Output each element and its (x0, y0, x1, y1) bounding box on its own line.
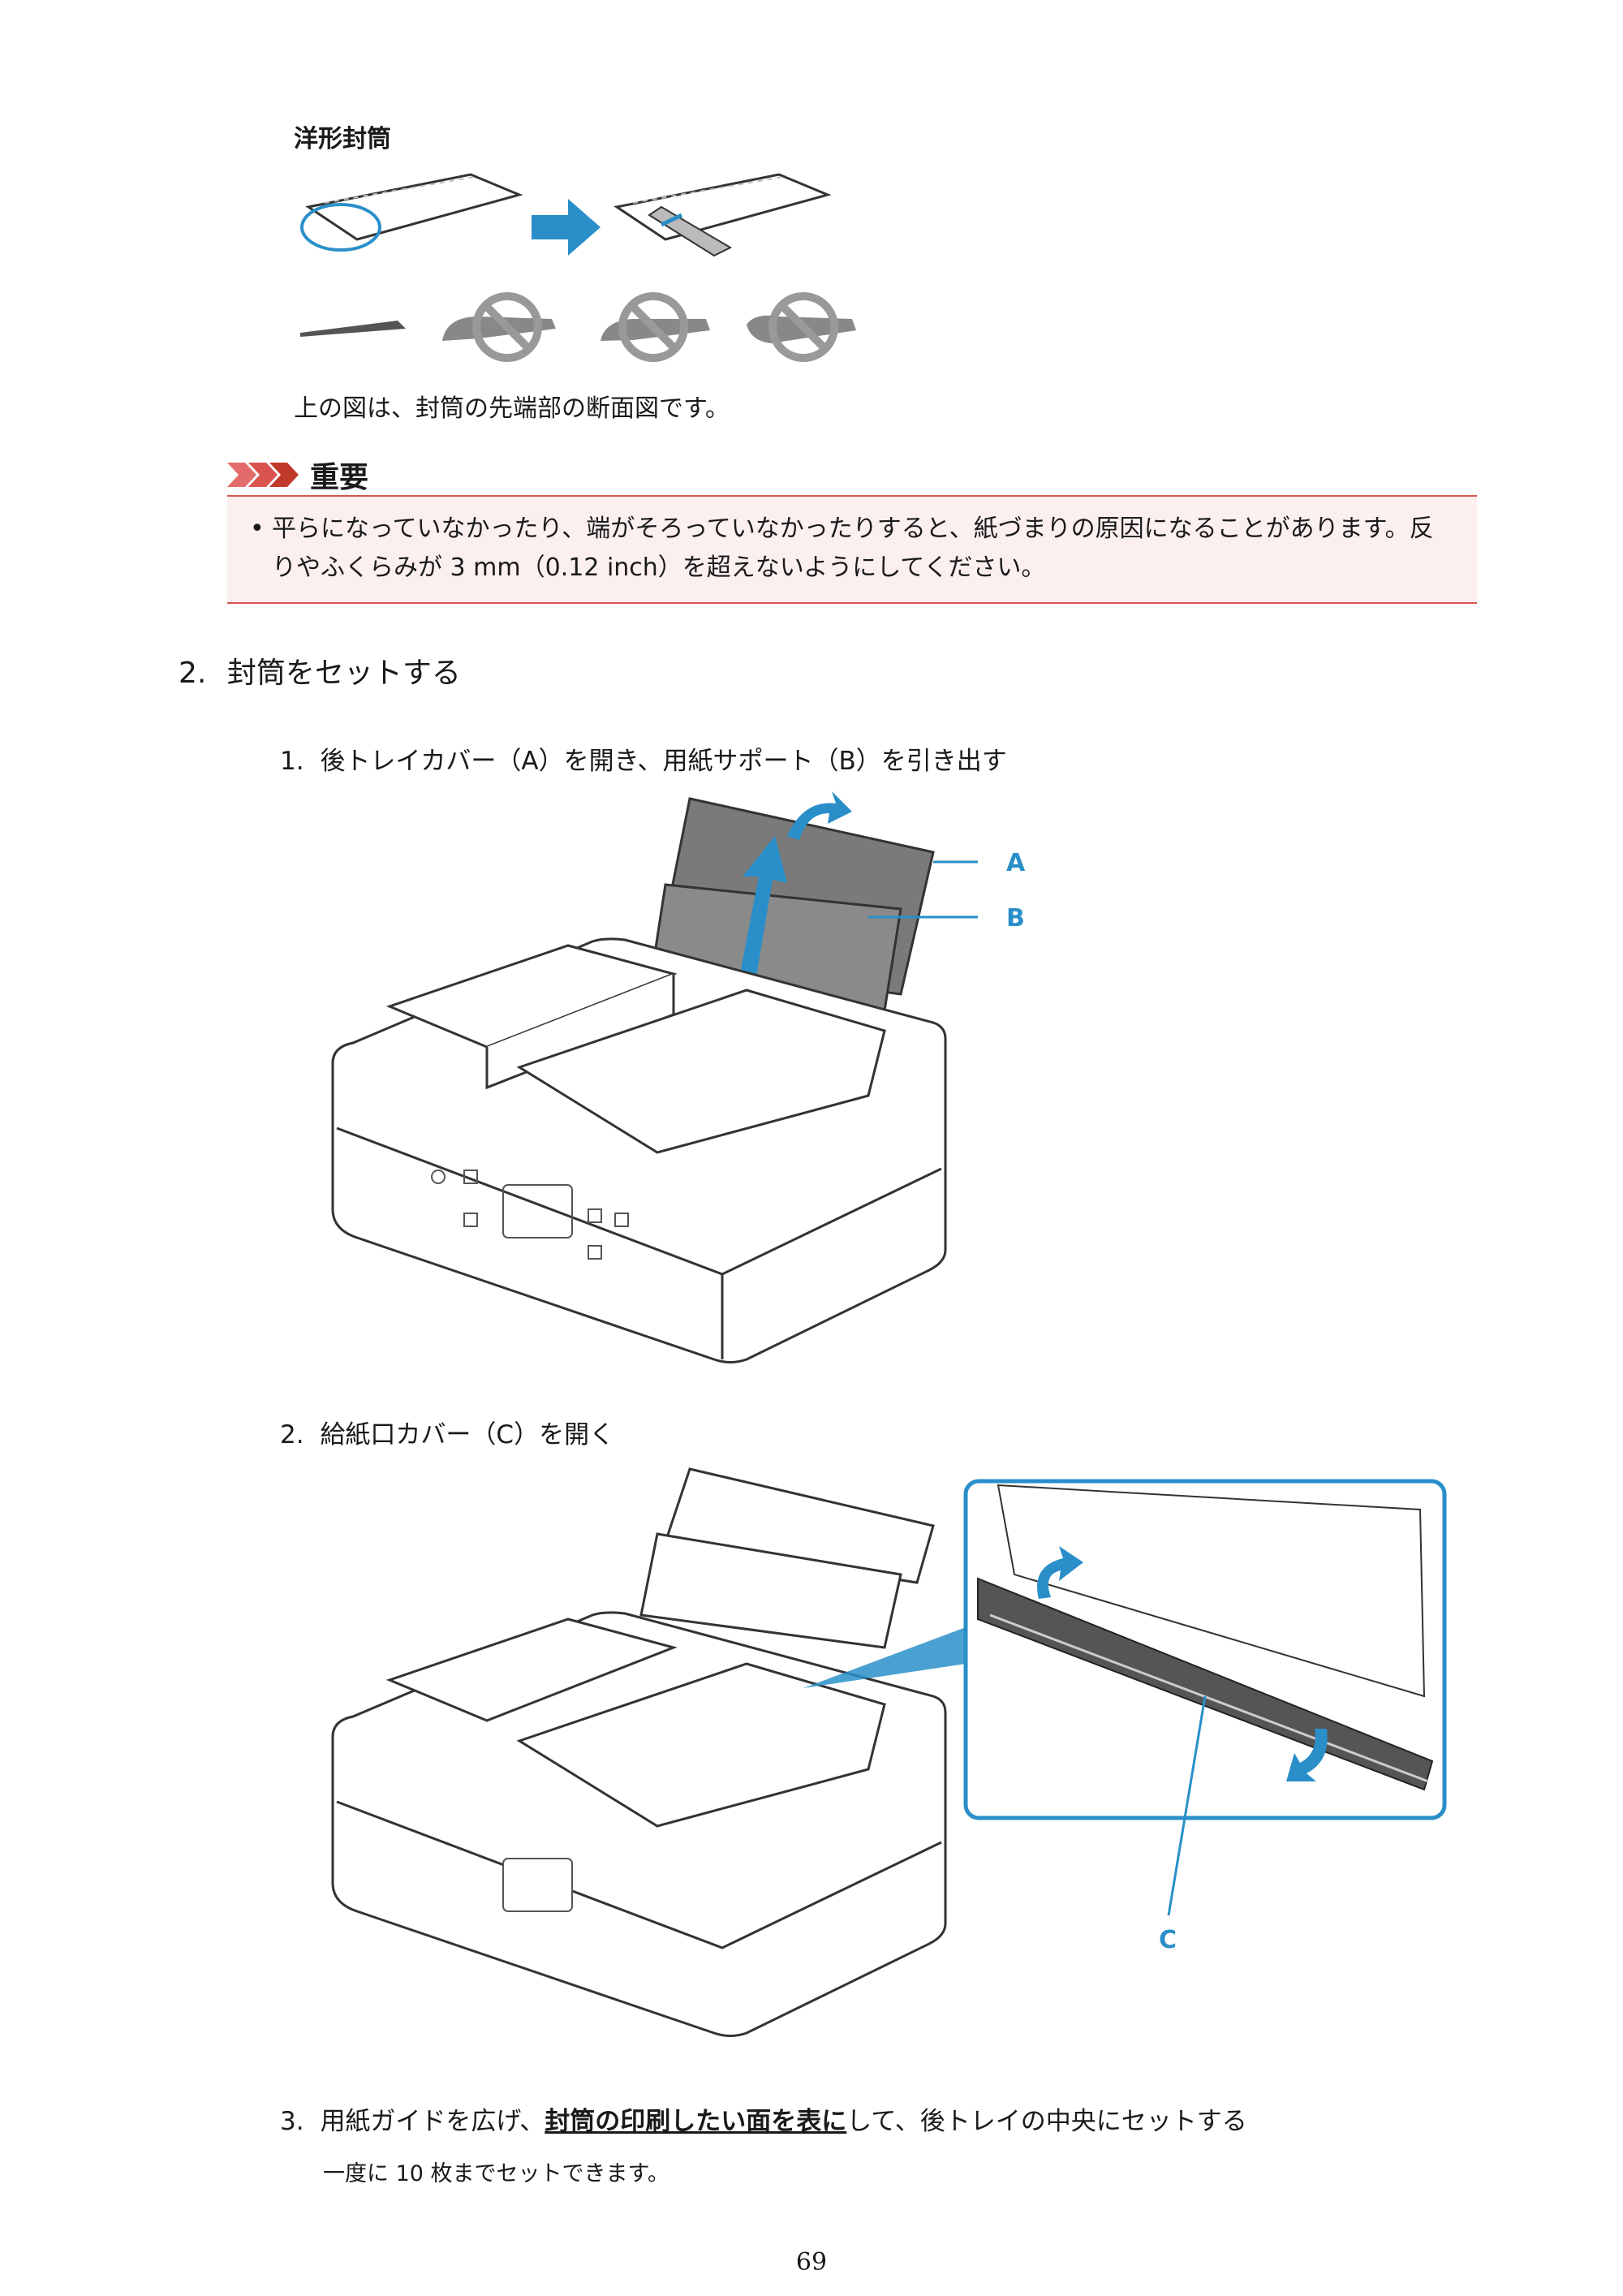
bullet-icon: • (250, 515, 265, 543)
substep-text: 給紙口カバー（C）を開く (320, 1420, 615, 1450)
envelope-flatten-icon (613, 173, 832, 257)
label-c: C (1159, 1926, 1177, 1954)
label-b: B (1006, 904, 1025, 933)
substep-text-before: 用紙ガイドを広げ、 (320, 2107, 545, 2136)
substep-3: 3. 用紙ガイドを広げ、封筒の印刷したい面を表にして、後トレイの中央にセットする (280, 2100, 1247, 2137)
arrow-curved-left-icon (1037, 1546, 1083, 1599)
step-heading: 2. 封筒をセットする (179, 649, 461, 691)
important-title: 重要 (310, 461, 369, 494)
substep-text-after: して、後トレイの中央にセットする (846, 2107, 1247, 2136)
substep-number: 2. (280, 1420, 304, 1450)
substep-number: 1. (280, 747, 304, 776)
feed-slot-cover-illustration: C (331, 1467, 1447, 2037)
bent-edge-prohibited-icon (601, 292, 710, 362)
substep-1: 1. 後トレイカバー（A）を開き、用紙サポート（B）を引き出す (280, 740, 1007, 777)
control-panel (431, 1170, 629, 1260)
arrow-up-icon (738, 836, 787, 986)
label-a: A (1006, 849, 1026, 877)
printer-open-tray-illustration: A B (331, 791, 1026, 1363)
important-box (227, 495, 1477, 604)
zoom-connector (803, 1627, 966, 1688)
envelope-section-title: 洋形封筒 (294, 125, 391, 153)
envelope-before-icon (300, 173, 523, 252)
arrow-curved-icon (787, 791, 852, 840)
substep-text: 後トレイカバー（A）を開き、用紙サポート（B）を引き出す (320, 747, 1007, 776)
puffy-edge-prohibited-icon (747, 292, 856, 362)
arrow-right-icon (532, 199, 601, 256)
substep-text: 用紙ガイドを広げ、封筒の印刷したい面を表にして、後トレイの中央にセットする (320, 2107, 1246, 2136)
zoom-inset (963, 1479, 1447, 1820)
envelope-caption: 上の図は、封筒の先端部の断面図です。 (294, 394, 730, 423)
arrow-curved-right-icon (1286, 1729, 1328, 1781)
envelope-illustration (300, 173, 856, 362)
important-header: 重要 (227, 454, 368, 495)
step-number: 2. (179, 657, 207, 690)
printer-body (331, 937, 947, 1363)
curled-edge-prohibited-icon (442, 292, 556, 362)
flat-edge-icon (300, 321, 406, 337)
printer-with-tray-open (331, 1467, 947, 2037)
substep-text-emphasis: 封筒の印刷したい面を表に (545, 2107, 847, 2136)
step-title: 封筒をセットする (226, 657, 461, 690)
substep-3-note: 一度に 10 枚までセットできます。 (323, 2161, 669, 2186)
important-chevron-icon (227, 463, 299, 487)
substep-2: 2. 給紙口カバー（C）を開く (280, 1414, 614, 1450)
important-item: 平らになっていなかったり、端がそろっていなかったりすると、紙づまりの原因になるこ… (272, 515, 1434, 582)
page-number: 69 (795, 2248, 828, 2277)
substep-number: 3. (280, 2107, 304, 2136)
